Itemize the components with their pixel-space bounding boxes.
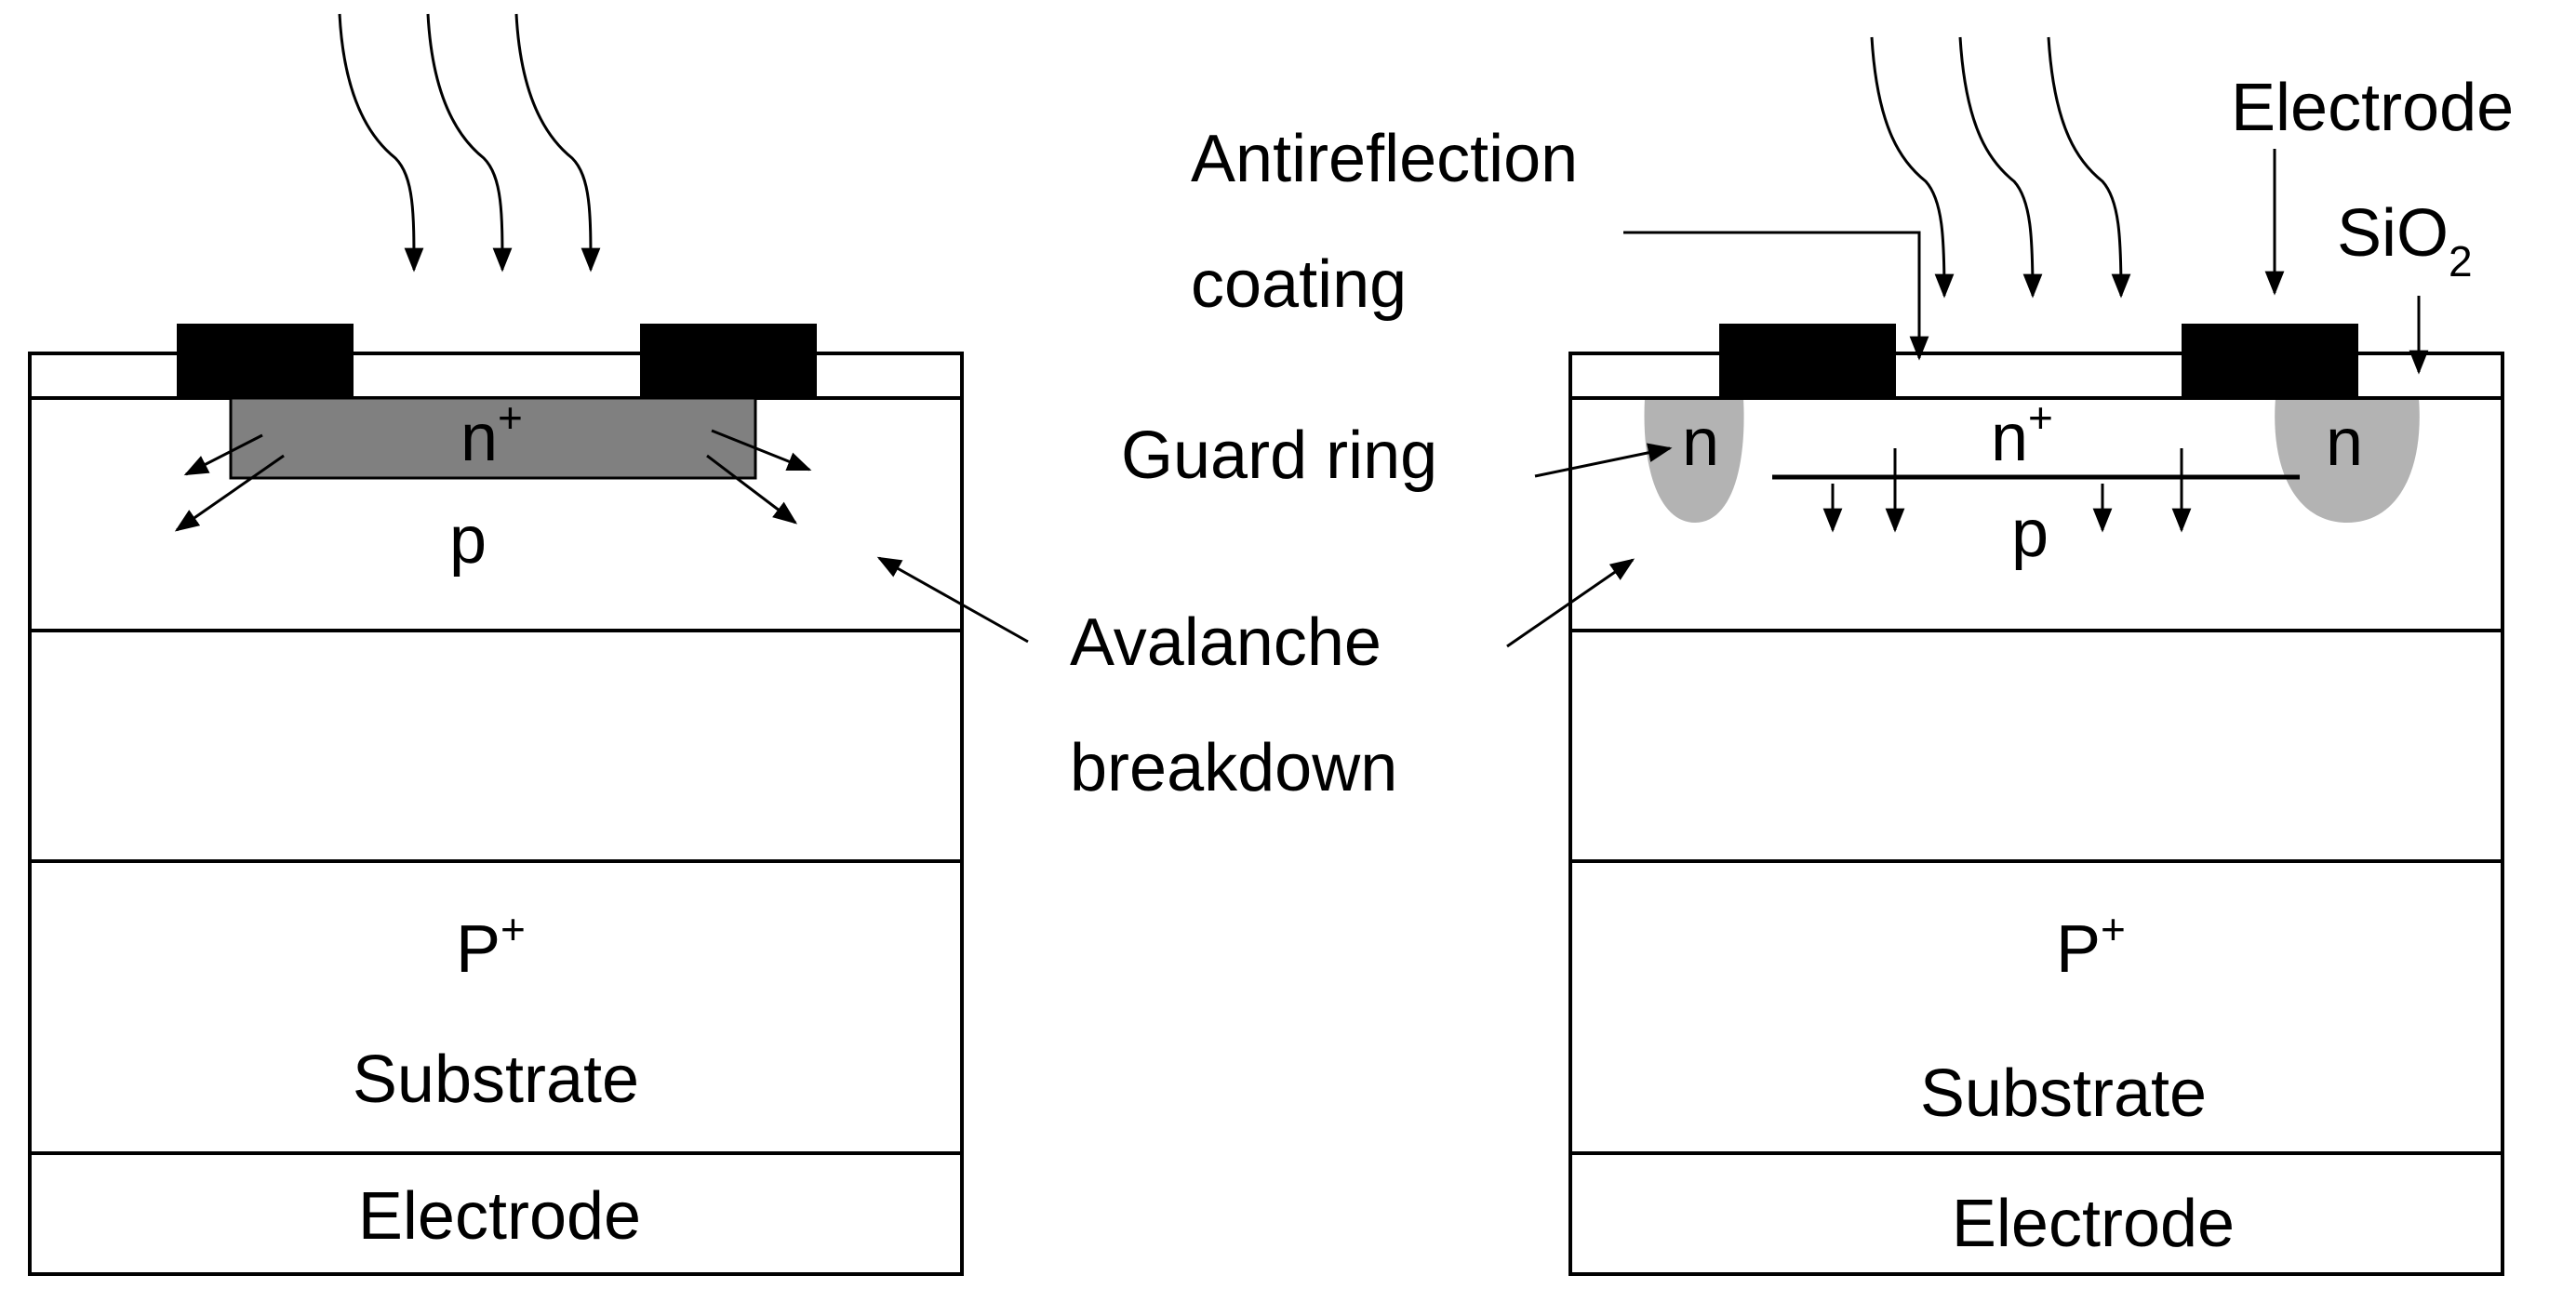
left-substrate-label: Substrate bbox=[353, 1043, 639, 1117]
light-ray bbox=[338, 13, 424, 272]
antireflection-leader bbox=[1623, 231, 1929, 361]
right-substrate-p-plus-label: P+ bbox=[2056, 905, 2126, 987]
right-uniform-breakdown-arrows bbox=[1822, 448, 2192, 533]
left-top-electrode-right bbox=[640, 324, 817, 398]
right-n-plus-label: n+ bbox=[1991, 393, 2053, 475]
left-device-outline bbox=[28, 352, 964, 1276]
avalanche-arrow-right bbox=[1506, 558, 1635, 648]
avalanche-label-line2: breakdown bbox=[1070, 731, 1397, 805]
light-ray bbox=[1870, 36, 1955, 299]
edge-arrow bbox=[706, 454, 798, 525]
left-electrode-label: Electrode bbox=[358, 1179, 641, 1254]
left-incident-light-arrows bbox=[338, 13, 601, 272]
right-guard-ring-left bbox=[1644, 398, 1744, 523]
edge-arrow bbox=[183, 433, 263, 476]
electrode-top-label: Electrode bbox=[2231, 71, 2514, 145]
right-device: n n n+ p P+ Substrate Electrode bbox=[1568, 36, 2504, 1276]
right-guard-ring-right bbox=[2275, 398, 2420, 523]
annotations: Antireflection coating Electrode SiO2 Gu… bbox=[876, 71, 2514, 805]
right-top-electrode-right bbox=[2182, 324, 2358, 398]
right-device-outline bbox=[1568, 352, 2504, 1276]
left-n-plus-region bbox=[229, 396, 757, 480]
right-p-label: p bbox=[2011, 497, 2049, 571]
avalanche-arrow-left bbox=[876, 556, 1029, 644]
left-p-label: p bbox=[449, 503, 487, 578]
light-ray bbox=[2047, 36, 2131, 299]
avalanche-label-line1: Avalanche bbox=[1070, 605, 1381, 680]
antireflection-label-line2: coating bbox=[1191, 247, 1407, 322]
right-guard-right-label: n bbox=[2326, 405, 2363, 480]
guard-ring-label: Guard ring bbox=[1121, 418, 1437, 493]
left-device: n+ p P+ Substrate Electrode bbox=[28, 13, 964, 1276]
right-electrode-label: Electrode bbox=[1952, 1187, 2235, 1261]
guard-ring-arrow bbox=[1534, 443, 1673, 478]
light-ray bbox=[514, 13, 601, 272]
right-guard-left-label: n bbox=[1682, 405, 1719, 480]
light-ray bbox=[1958, 36, 2043, 299]
left-n-plus-label: n+ bbox=[460, 393, 523, 475]
left-top-electrode-left bbox=[177, 324, 354, 398]
left-substrate-p-plus-label: P+ bbox=[456, 905, 526, 987]
edge-arrow bbox=[174, 454, 285, 532]
light-ray bbox=[426, 13, 513, 272]
right-substrate-label: Substrate bbox=[1920, 1056, 2207, 1131]
right-incident-light-arrows bbox=[1870, 36, 2131, 299]
edge-arrow bbox=[711, 429, 812, 472]
sio2-label: SiO2 bbox=[2337, 196, 2473, 286]
antireflection-label-line1: Antireflection bbox=[1191, 122, 1578, 196]
right-top-electrode-left bbox=[1719, 324, 1896, 398]
left-edge-breakdown-arrows bbox=[174, 429, 812, 532]
